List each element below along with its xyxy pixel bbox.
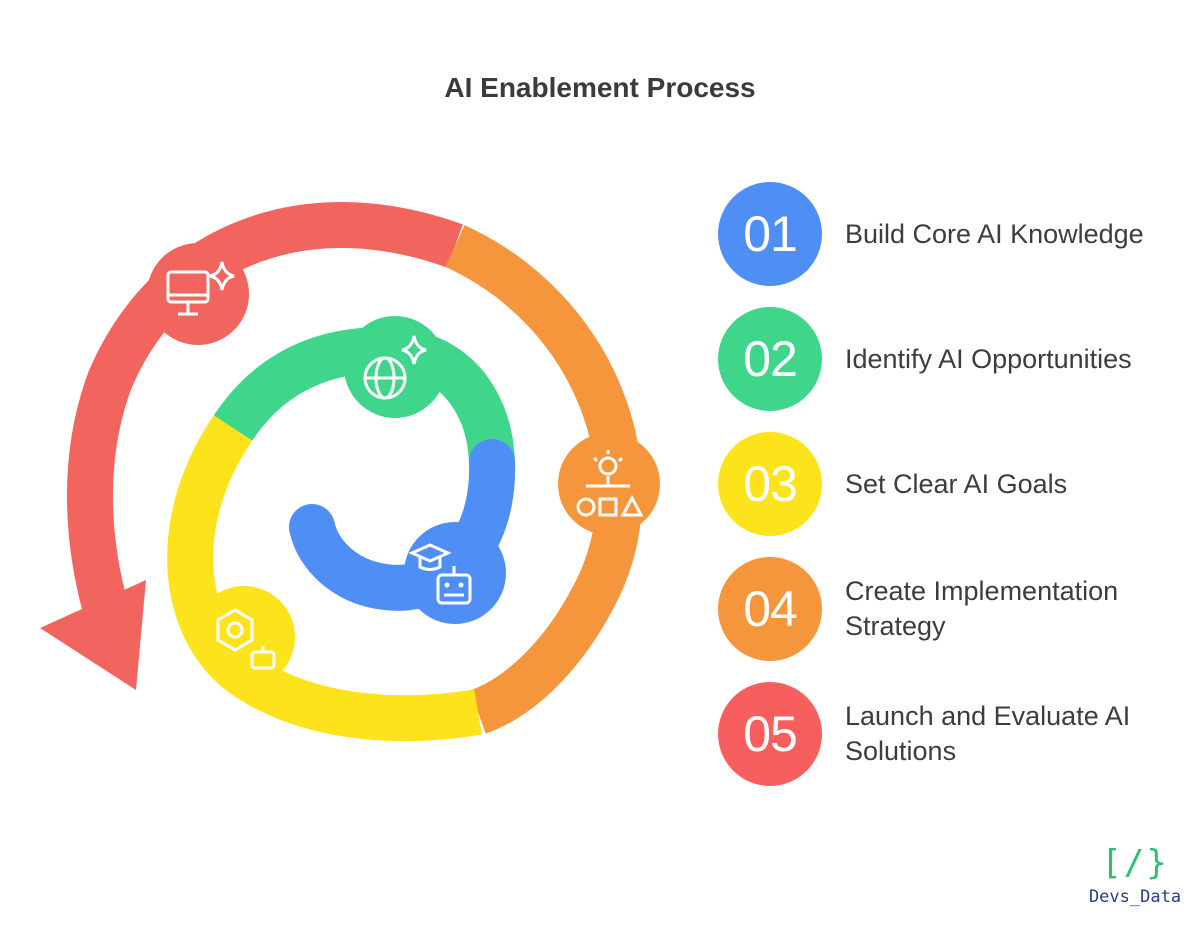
page-title: AI Enablement Process: [444, 72, 756, 103]
monitor-sparkle-icon: [147, 243, 249, 345]
step-number-badge: 02: [718, 307, 822, 411]
hexagon-bot-icon: [193, 586, 295, 688]
step-number-badge: 01: [718, 182, 822, 286]
step-item-2: 02 Identify AI Opportunities: [718, 307, 1188, 411]
step-label: Create Implementation Strategy: [845, 576, 1119, 641]
step-number-badge: 03: [718, 432, 822, 536]
spiral-segment-orange: [445, 225, 643, 734]
spiral-segment-blue: [289, 439, 516, 611]
spiral-diagram: [40, 202, 660, 742]
globe-sparkle-icon: [344, 316, 446, 418]
step-label: Set Clear AI Goals: [845, 468, 1068, 499]
step-item-4: 04 Create Implementation Strategy: [718, 557, 1188, 661]
step-label: Launch and Evaluate AI Solutions: [845, 701, 1131, 766]
step-number-badge: 04: [718, 557, 822, 661]
step-item-1: 01 Build Core AI Knowledge: [718, 182, 1188, 286]
step-label: Build Core AI Knowledge: [845, 218, 1144, 249]
graduation-robot-icon: [404, 522, 506, 624]
spiral-segment-red: [67, 202, 463, 617]
step-label: Identify AI Opportunities: [845, 343, 1132, 374]
logo-mark-icon: [/}: [1101, 843, 1169, 883]
arrow-head-icon: [40, 580, 146, 690]
step-item-5: 05 Launch and Evaluate AI Solutions: [718, 682, 1188, 786]
step-number-badge: 05: [718, 682, 822, 786]
lightbulb-shapes-icon: [558, 433, 660, 535]
devsdata-logo: [/} Devs_Data: [1080, 843, 1190, 907]
logo-brand-text: Devs_Data: [1088, 887, 1182, 907]
step-item-3: 03 Set Clear AI Goals: [718, 432, 1188, 536]
